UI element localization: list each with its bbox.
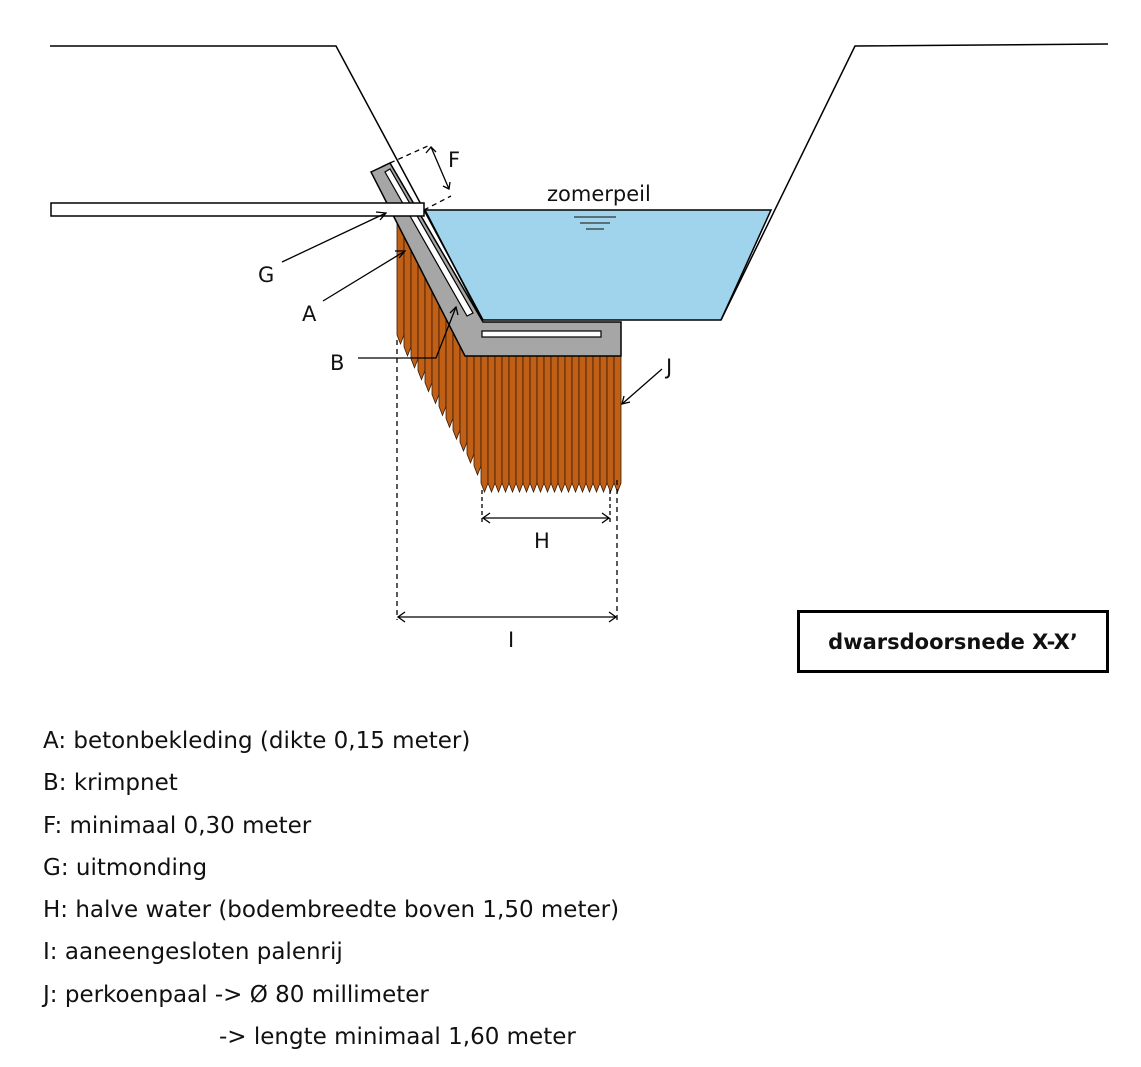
terrain-profile-right [720, 43, 1109, 321]
legend-item-h: H: halve water (bodembreedte boven 1,50 … [43, 897, 620, 924]
label-zomerpeil: zomerpeil [547, 182, 651, 206]
legend-item-a: A: betonbekleding (dikte 0,15 meter) [43, 728, 471, 754]
shrink-net-bottom [481, 330, 602, 338]
label-b: B [330, 351, 344, 375]
label-f: F [448, 148, 460, 172]
legend-item-j: J: perkoenpaal -> Ø 80 millimeter [43, 981, 429, 1008]
pile [396, 218, 405, 346]
section-title: dwarsdoorsnede X-X’ [828, 629, 1078, 654]
dimension-lines [396, 340, 618, 623]
legend-item-i: I: aaneengesloten palenrij [43, 939, 343, 966]
section-title-box: dwarsdoorsnede X-X’ [797, 610, 1109, 673]
label-j: J [664, 355, 672, 379]
label-i: I [508, 628, 514, 652]
label-h: H [534, 529, 550, 553]
label-g: G [258, 263, 274, 287]
legend-item-g: G: uitmonding [43, 854, 208, 881]
legend-item-j-length: -> lengte minimaal 1,60 meter [219, 1024, 576, 1051]
outlet-pipe [50, 202, 425, 217]
leader-lines [281, 211, 663, 405]
terrain-profile [50, 45, 484, 321]
label-a: A [302, 302, 317, 326]
dimension-f [389, 144, 452, 211]
water-body [423, 209, 773, 321]
pile-row [396, 218, 622, 494]
legend-item-b: B: krimpnet [43, 770, 178, 797]
legend-item-f: F: minimaal 0,30 meter [43, 812, 312, 839]
water-level-symbol [574, 216, 616, 230]
cross-section-diagram: zomerpeil F G A B J H I [50, 43, 1109, 652]
legend: A: betonbekleding (dikte 0,15 meter) B: … [43, 720, 619, 1058]
